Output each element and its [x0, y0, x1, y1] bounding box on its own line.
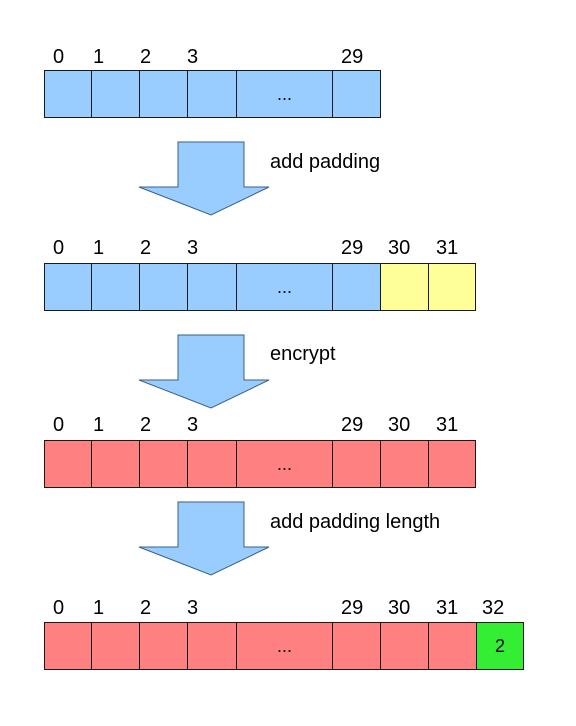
- byte-cell: [44, 70, 92, 118]
- index-label-1: 1: [93, 237, 105, 259]
- ellipsis-cell: ...: [236, 70, 333, 118]
- step-label-add-padding-length: add padding length: [270, 511, 441, 533]
- index-label-29: 29: [341, 414, 364, 436]
- padding-cell: [380, 263, 429, 311]
- ellipsis-text: ...: [276, 453, 292, 474]
- index-label-1: 1: [93, 46, 105, 68]
- index-label-32: 32: [482, 597, 505, 619]
- index-label-29: 29: [341, 597, 364, 619]
- index-label-2: 2: [140, 237, 152, 259]
- byte-cell: [139, 70, 188, 118]
- byte-cell: [44, 263, 92, 311]
- ellipsis-text: ...: [276, 83, 292, 104]
- encrypted-byte-cell: [332, 622, 381, 670]
- encrypted-byte-cell: [428, 622, 477, 670]
- encrypted-byte-cell: [44, 440, 92, 488]
- index-label-31: 31: [436, 414, 459, 436]
- ellipsis-cell: ...: [236, 440, 333, 488]
- step-label-encrypt: encrypt: [270, 343, 336, 365]
- byte-cell: [139, 263, 188, 311]
- index-label-0: 0: [53, 597, 65, 619]
- index-label-1: 1: [93, 597, 105, 619]
- encrypted-byte-cell: [139, 622, 188, 670]
- padding-length-value: 2: [494, 635, 505, 656]
- encrypted-byte-cell: [44, 622, 92, 670]
- encrypted-byte-cell: [380, 440, 429, 488]
- encrypted-byte-cell: [187, 440, 237, 488]
- index-label-0: 0: [53, 414, 65, 436]
- index-label-0: 0: [53, 46, 65, 68]
- index-label-29: 29: [341, 237, 364, 259]
- byte-cell: [187, 70, 237, 118]
- padding-length-cell: 2: [476, 622, 524, 670]
- index-label-29: 29: [341, 46, 364, 68]
- index-label-3: 3: [187, 46, 199, 68]
- index-label-31: 31: [436, 597, 459, 619]
- index-label-30: 30: [388, 237, 411, 259]
- step-label-add-padding: add padding: [270, 151, 381, 173]
- index-label-1: 1: [93, 414, 105, 436]
- encrypted-byte-cell: [187, 622, 237, 670]
- encrypted-byte-cell: [139, 440, 188, 488]
- down-arrow-icon: [138, 501, 270, 576]
- encrypted-byte-cell: [380, 622, 429, 670]
- index-label-30: 30: [388, 597, 411, 619]
- encrypted-byte-cell: [91, 440, 140, 488]
- ellipsis-cell: ...: [236, 622, 333, 670]
- byte-cell: [187, 263, 237, 311]
- index-label-31: 31: [436, 237, 459, 259]
- down-arrow-icon: [138, 334, 270, 409]
- byte-cell: [332, 70, 381, 118]
- down-arrow-icon: [138, 141, 270, 216]
- byte-cell: [332, 263, 381, 311]
- index-label-3: 3: [187, 597, 199, 619]
- ellipsis-cell: ...: [236, 263, 333, 311]
- index-label-2: 2: [140, 46, 152, 68]
- index-label-0: 0: [53, 237, 65, 259]
- index-label-2: 2: [140, 597, 152, 619]
- encrypted-byte-cell: [91, 622, 140, 670]
- index-label-3: 3: [187, 414, 199, 436]
- ellipsis-text: ...: [276, 276, 292, 297]
- byte-cell: [91, 263, 140, 311]
- index-label-30: 30: [388, 414, 411, 436]
- index-label-2: 2: [140, 414, 152, 436]
- encrypted-byte-cell: [428, 440, 476, 488]
- index-label-3: 3: [187, 237, 199, 259]
- padding-cell: [428, 263, 476, 311]
- encrypted-byte-cell: [332, 440, 381, 488]
- ellipsis-text: ...: [276, 635, 292, 656]
- byte-cell: [91, 70, 140, 118]
